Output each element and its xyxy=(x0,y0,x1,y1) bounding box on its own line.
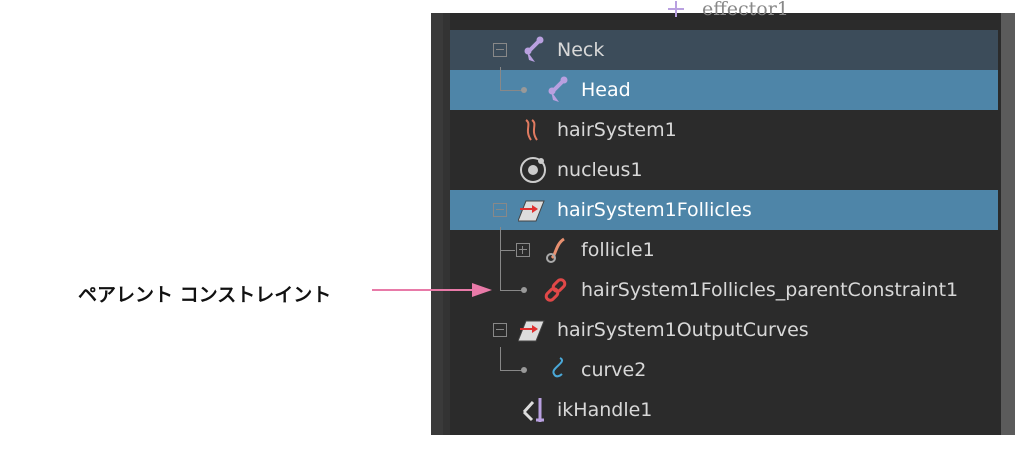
row-label: hairSystem1OutputCurves xyxy=(557,319,809,341)
row-label: nucleus1 xyxy=(557,159,643,181)
row-label: hairSystem1 xyxy=(557,119,677,141)
transform-group-icon xyxy=(518,320,545,342)
follicle-icon xyxy=(546,237,565,263)
outliner-row-nucleus[interactable]: nucleus1 xyxy=(450,150,998,190)
row-label: hairSystem1Follicles_parentConstraint1 xyxy=(581,279,959,301)
outliner-row-output-curves[interactable]: hairSystem1OutputCurves xyxy=(450,310,998,350)
leaf-dot xyxy=(521,367,527,373)
outliner-list: effector1 Neck Head hairSystem1 nucleus1… xyxy=(450,0,998,435)
row-label: Head xyxy=(581,79,631,101)
row-label: effector1 xyxy=(702,0,789,20)
outliner-row-parent-constraint[interactable]: hairSystem1Follicles_parentConstraint1 xyxy=(450,270,998,310)
left-border xyxy=(431,13,443,435)
expand-toggle[interactable] xyxy=(516,243,530,257)
outliner-row-ikhandle[interactable]: ikHandle1 xyxy=(450,390,998,430)
leaf-dot xyxy=(521,287,527,293)
collapse-toggle[interactable] xyxy=(493,323,507,337)
annotation-arrow xyxy=(372,283,492,297)
outliner-row-follicles-group[interactable]: hairSystem1Follicles xyxy=(450,190,998,230)
parent-constraint-icon xyxy=(544,278,567,302)
outliner-row-follicle[interactable]: follicle1 xyxy=(450,227,998,290)
outliner-row-hairsystem[interactable]: hairSystem1 xyxy=(450,110,998,150)
curve-icon xyxy=(552,357,563,378)
nucleus-icon xyxy=(520,157,546,183)
joint-icon xyxy=(548,76,568,102)
outliner-row-effector[interactable]: effector1 xyxy=(450,0,998,29)
outliner-row-head[interactable]: Head xyxy=(450,67,998,110)
outliner-row-curve[interactable]: curve2 xyxy=(450,347,998,390)
joint-icon xyxy=(524,36,544,62)
collapse-toggle[interactable] xyxy=(493,203,507,217)
hair-system-icon xyxy=(525,119,538,141)
outliner-row-neck[interactable]: Neck xyxy=(450,30,998,70)
leaf-dot xyxy=(521,87,527,93)
row-label: hairSystem1Follicles xyxy=(557,199,752,221)
annotation-label: ペアレント コンストレイント xyxy=(78,284,332,306)
vertical-scrollbar[interactable] xyxy=(1001,13,1015,435)
effector-icon xyxy=(668,1,684,17)
row-label: ikHandle1 xyxy=(557,399,653,421)
outliner-panel: effector1 Neck Head hairSystem1 nucleus1… xyxy=(431,0,1015,435)
transform-group-icon xyxy=(518,200,545,222)
row-label: curve2 xyxy=(581,359,647,381)
collapse-toggle[interactable] xyxy=(493,43,507,57)
ik-handle-icon xyxy=(522,398,544,422)
row-label: follicle1 xyxy=(581,239,655,261)
left-border-inner xyxy=(443,13,450,435)
row-label: Neck xyxy=(557,39,605,61)
